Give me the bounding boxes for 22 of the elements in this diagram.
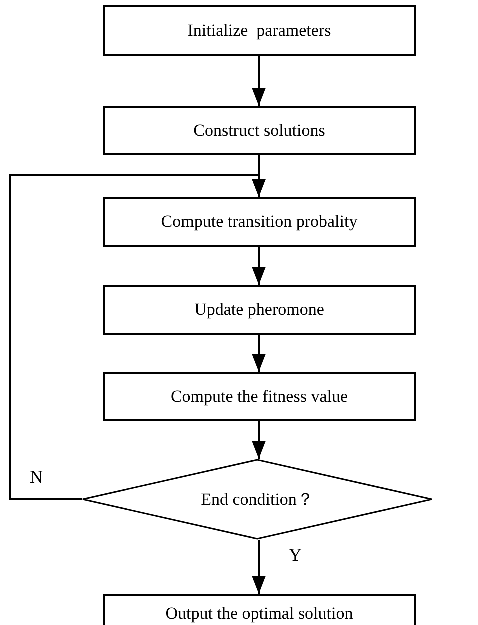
node-text: Compute transition probality <box>161 212 358 232</box>
arrow <box>252 247 266 285</box>
process-box <box>103 285 416 335</box>
node-text: End condition？ <box>201 489 314 511</box>
process-box <box>103 5 416 56</box>
arrow <box>252 335 266 372</box>
process-box <box>103 106 416 155</box>
node-text: Update pheromone <box>194 300 324 320</box>
edge-label: N <box>28 468 45 486</box>
node-text: Construct solutions <box>194 120 326 140</box>
node-text: Output the optimal solution <box>166 604 354 624</box>
node-text: Initialize parameters <box>188 20 332 40</box>
arrow <box>9 174 266 500</box>
process-box <box>103 594 416 625</box>
process-box <box>103 197 416 247</box>
process-box <box>103 372 416 421</box>
arrow <box>252 421 266 459</box>
arrow <box>252 56 266 106</box>
arrow <box>252 540 266 594</box>
edge-label: Y <box>287 546 304 564</box>
node-text: Compute the fitness value <box>170 386 348 406</box>
decision-diamond <box>82 459 433 540</box>
